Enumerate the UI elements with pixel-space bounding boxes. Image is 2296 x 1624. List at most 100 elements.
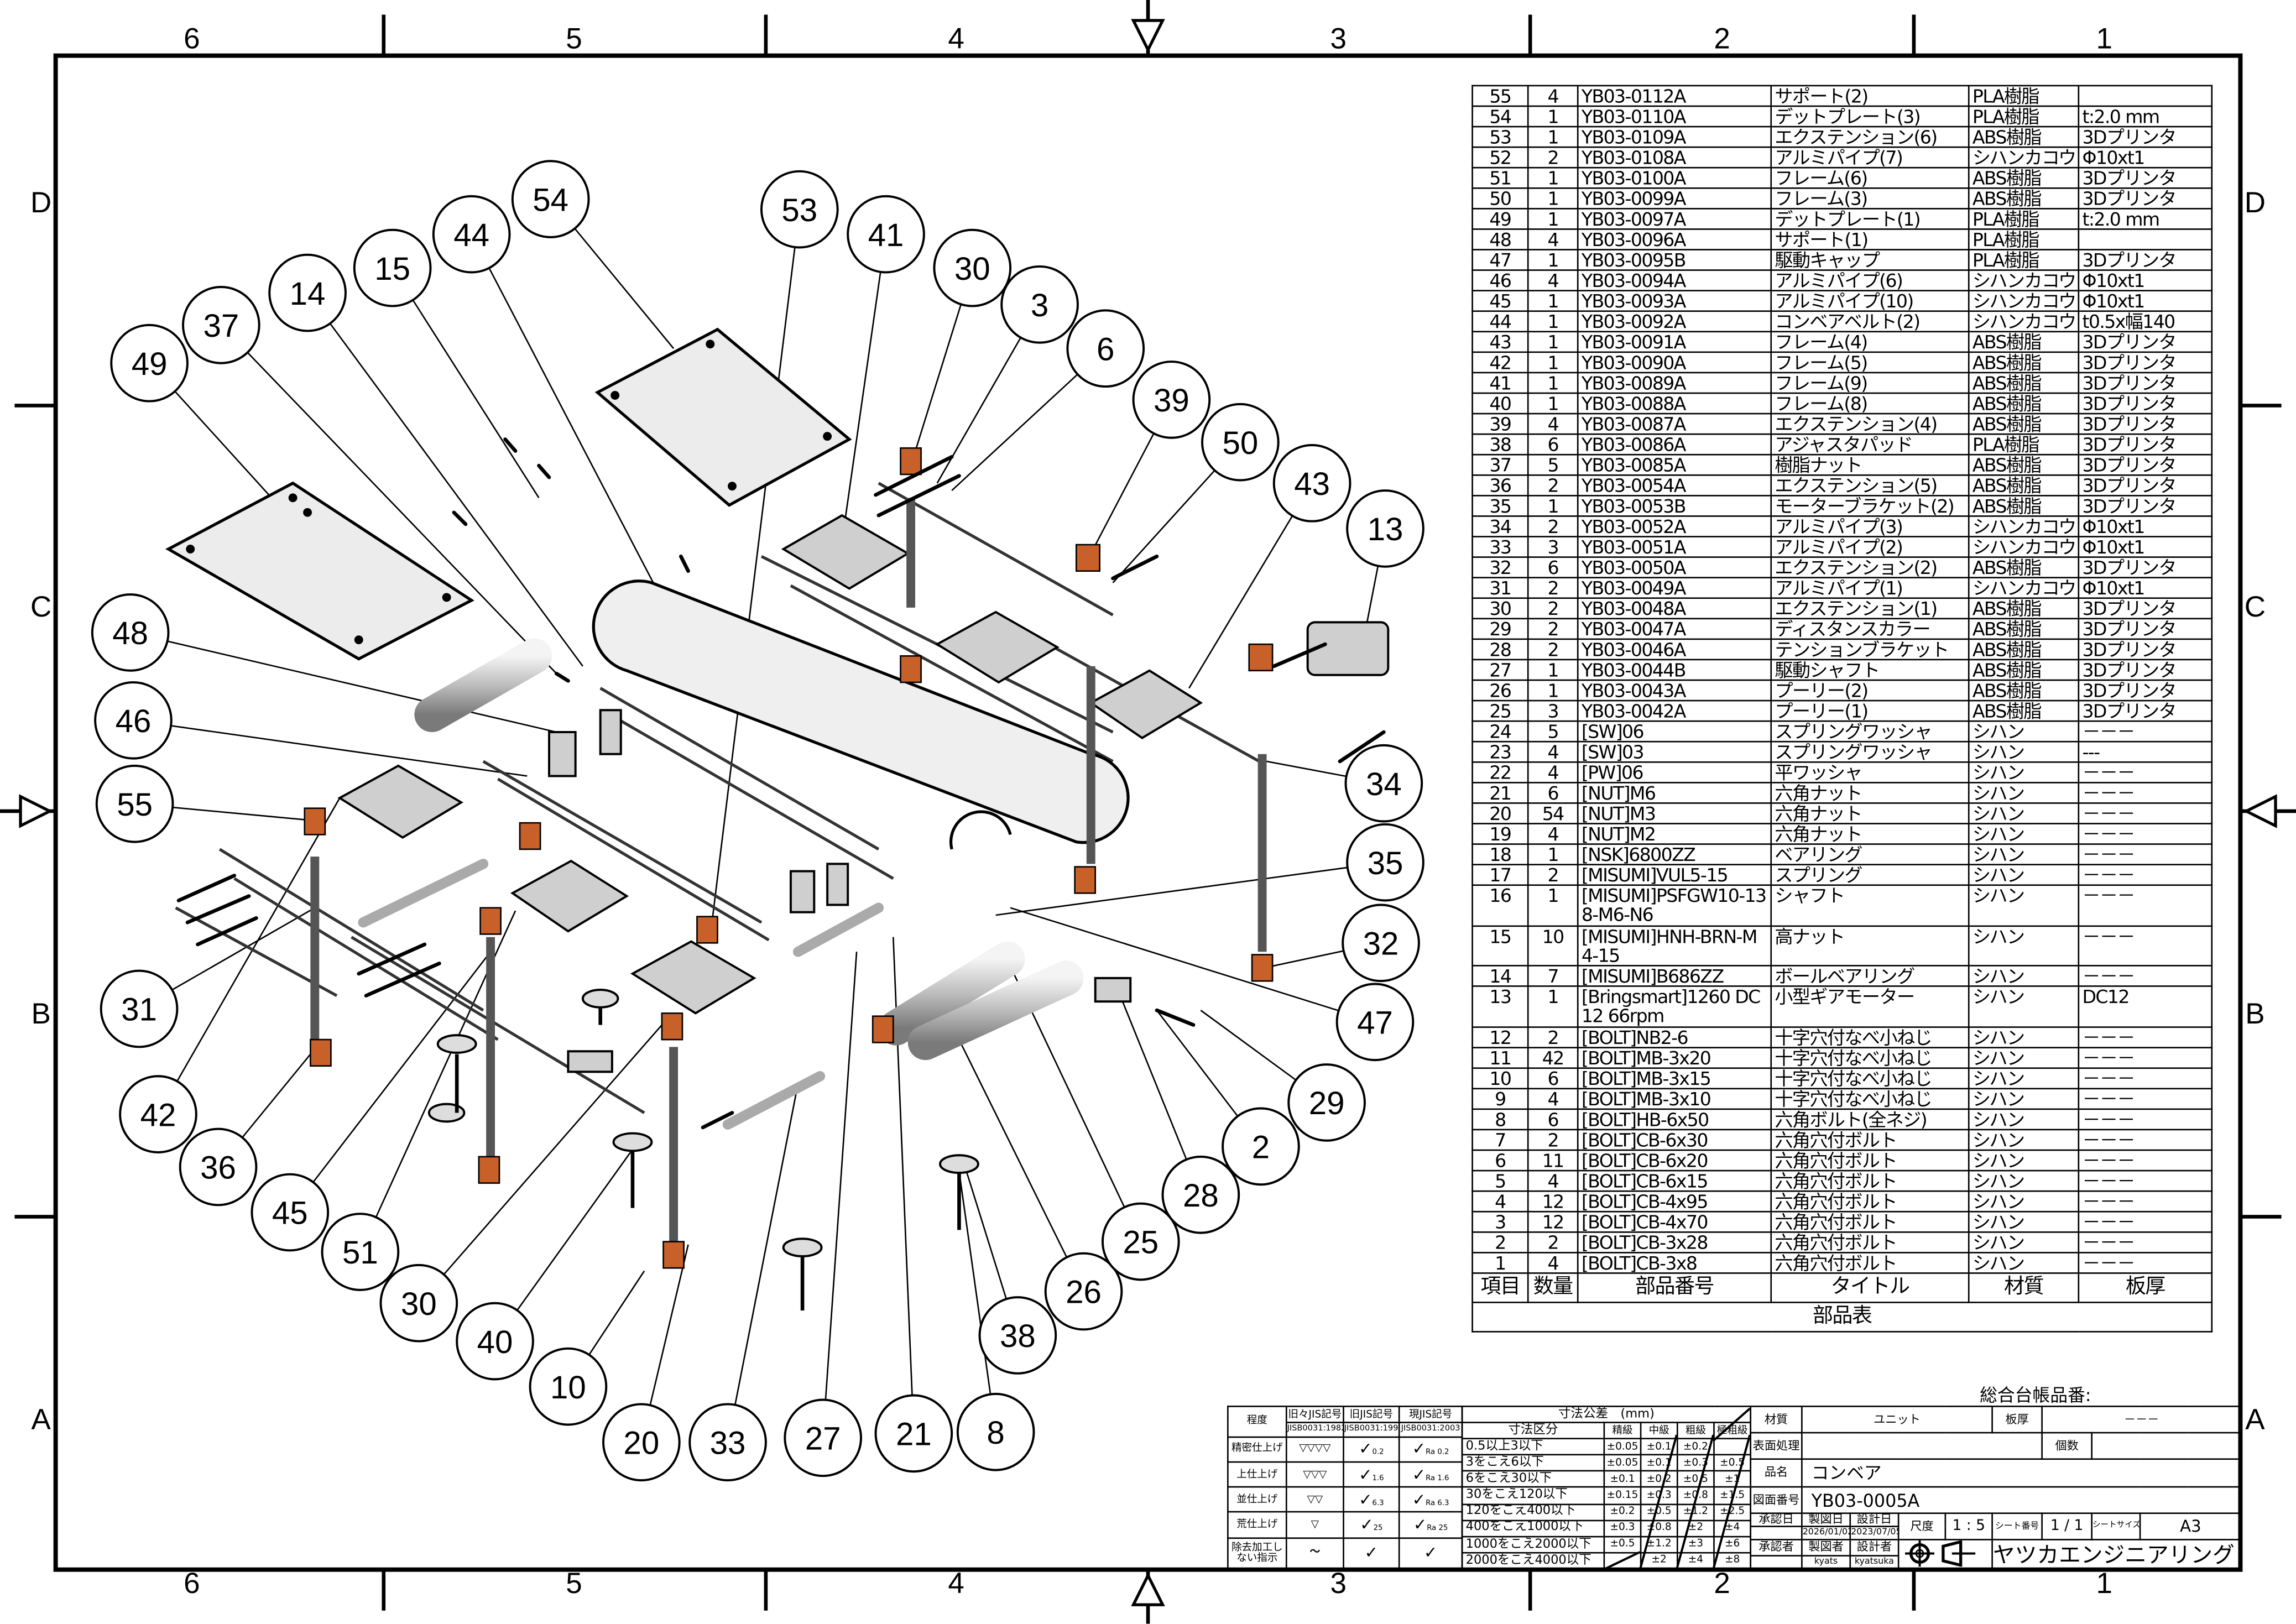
parts-thickness-cell: 3Dプリンタ bbox=[2078, 453, 2213, 476]
parts-part-cell: [BOLT]MB-3x15 bbox=[1577, 1067, 1772, 1089]
parts-qty-cell: 2 bbox=[1527, 638, 1579, 661]
item-balloon: 54 bbox=[511, 160, 590, 238]
parts-material-cell: ABS樹脂 bbox=[1968, 453, 2080, 476]
item-balloon: 14 bbox=[268, 253, 347, 332]
balloon-number: 38 bbox=[1000, 1318, 1036, 1354]
balloon-number: 45 bbox=[272, 1195, 308, 1231]
parts-part-cell: YB03-0094A bbox=[1577, 269, 1772, 291]
balloon-circle bbox=[1287, 1063, 1366, 1142]
size-range-cell: 1000をこえ2000以下 bbox=[1461, 1536, 1605, 1554]
balloon-circle bbox=[91, 593, 170, 672]
balloon-circle bbox=[1344, 744, 1423, 823]
parts-part-cell: YB03-0090A bbox=[1577, 351, 1772, 374]
parts-thickness-cell: －－－ bbox=[2078, 1087, 2213, 1109]
parts-material-cell: シハン bbox=[1968, 823, 2080, 845]
check-finish-icon: ✓ bbox=[1423, 1543, 1438, 1563]
parts-qty-cell: 6 bbox=[1527, 1108, 1579, 1130]
item-balloon: 42 bbox=[119, 1075, 197, 1153]
parts-title-cell: デットプレート(3) bbox=[1770, 105, 1970, 128]
parts-title-cell: モーターブラケット(2) bbox=[1770, 495, 1970, 517]
parts-item-cell: 35 bbox=[1471, 495, 1529, 517]
item-balloon: 46 bbox=[94, 681, 173, 760]
parts-item-cell: 19 bbox=[1471, 823, 1529, 845]
parts-title-cell: 駆動キャップ bbox=[1770, 249, 1970, 271]
parts-part-cell: [MISUMI]VUL5-15 bbox=[1577, 864, 1772, 886]
parts-item-cell: 38 bbox=[1471, 433, 1529, 456]
parts-qty-cell: 3 bbox=[1527, 536, 1579, 558]
parts-thickness-cell: 3Dプリンタ bbox=[2078, 659, 2213, 681]
current-jis-symbol: Ra 1.6 bbox=[1426, 1474, 1449, 1483]
parts-qty-cell: 4 bbox=[1527, 740, 1579, 763]
parts-thickness-cell bbox=[2078, 85, 2213, 107]
balloon-circle bbox=[688, 1403, 767, 1482]
parts-material-cell: シハン bbox=[1968, 985, 2080, 1027]
tolerance-value-cell: ±1.2 bbox=[1676, 1503, 1715, 1521]
parts-material-cell: ABS樹脂 bbox=[1968, 618, 2080, 640]
parts-material-cell: シハンカコウ bbox=[1968, 577, 2080, 599]
parts-qty-cell: 4 bbox=[1527, 269, 1579, 291]
balloon-number: 30 bbox=[401, 1286, 437, 1322]
sheet-number-label: シート番号 bbox=[1991, 1512, 2043, 1541]
zone-col-3: 3 bbox=[1330, 23, 1347, 56]
parts-part-cell: YB03-0042A bbox=[1577, 699, 1772, 722]
tolerance-value-cell: ±0.2 bbox=[1603, 1503, 1642, 1521]
parts-title-cell: コンベアベルト(2) bbox=[1770, 310, 1970, 333]
balloon-circle bbox=[379, 1263, 458, 1343]
parts-item-cell: 20 bbox=[1471, 802, 1529, 824]
parts-title-cell: 十字穴付なべ小ねじ bbox=[1770, 1067, 1970, 1089]
parts-title-cell: 樹脂ナット bbox=[1770, 453, 1970, 476]
item-balloon: 45 bbox=[251, 1173, 330, 1252]
finish-header: 旧々JIS記号 bbox=[1285, 1406, 1344, 1424]
parts-part-cell: [BOLT]CB-3x8 bbox=[1577, 1251, 1772, 1273]
balloon-number: 25 bbox=[1123, 1225, 1159, 1261]
parts-qty-cell: 2 bbox=[1527, 1025, 1579, 1048]
company-name: ヤツカエンジニアリング bbox=[1991, 1539, 2242, 1571]
parts-item-cell: 11 bbox=[1471, 1046, 1529, 1068]
parts-qty-cell: 10 bbox=[1527, 925, 1579, 967]
tolerance-value-cell: ±0.5 bbox=[1640, 1503, 1678, 1521]
finish-standard: JISB0031:1994 bbox=[1343, 1422, 1400, 1438]
parts-part-cell: [Bringsmart]1260 DC12 66rpm bbox=[1577, 985, 1772, 1027]
parts-qty-cell: 7 bbox=[1527, 965, 1579, 987]
tolerance-header-cell: 粗級 bbox=[1676, 1422, 1715, 1440]
parts-thickness-cell: －－－ bbox=[2078, 843, 2213, 865]
balloon-number: 40 bbox=[477, 1324, 513, 1360]
parts-item-cell: 14 bbox=[1471, 965, 1529, 987]
finish-grade-label: 除去加工しない指示 bbox=[1227, 1537, 1287, 1570]
parts-thickness-cell: －－－ bbox=[2078, 782, 2213, 804]
parts-item-cell: 55 bbox=[1471, 85, 1529, 107]
parts-title-cell: 十字穴付なべ小ねじ bbox=[1770, 1025, 1970, 1048]
drawing-number-value: YB03-0005A bbox=[1801, 1486, 2242, 1515]
balloon-number: 27 bbox=[805, 1421, 841, 1457]
parts-material-cell: シハン bbox=[1968, 1108, 2080, 1130]
parts-material-cell: シハン bbox=[1968, 802, 2080, 824]
parts-header-cell: 部品番号 bbox=[1577, 1271, 1772, 1303]
parts-title-cell: アジャスタパッド bbox=[1770, 433, 1970, 456]
balloon-circle bbox=[353, 228, 432, 307]
parts-qty-cell: 6 bbox=[1527, 1067, 1579, 1089]
balloon-circle bbox=[182, 286, 260, 364]
item-balloon: 28 bbox=[1161, 1155, 1240, 1234]
balloon-number: 43 bbox=[1294, 466, 1330, 502]
parts-qty-cell: 4 bbox=[1527, 1169, 1579, 1192]
tolerance-row: 120をこえ400以下±0.2±0.5±1.2±2.5 bbox=[1461, 1503, 1752, 1521]
parts-part-cell: YB03-0046A bbox=[1577, 638, 1772, 661]
parts-item-cell: 10 bbox=[1471, 1067, 1529, 1089]
parts-material-cell: シハンカコウ bbox=[1968, 536, 2080, 558]
parts-qty-cell: 1 bbox=[1527, 495, 1579, 517]
parts-part-cell: YB03-0050A bbox=[1577, 556, 1772, 578]
balloon-number: 21 bbox=[896, 1417, 932, 1453]
balloon-circle bbox=[1222, 1107, 1300, 1186]
zone-row-b: B bbox=[31, 998, 51, 1031]
